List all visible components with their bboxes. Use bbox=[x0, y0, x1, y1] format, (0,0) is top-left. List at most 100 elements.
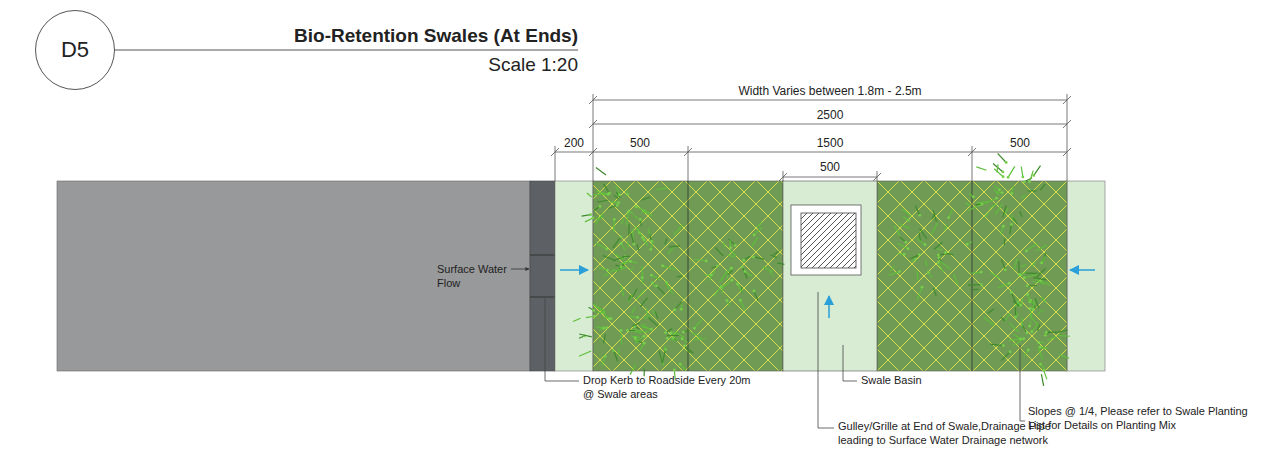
gully-frame bbox=[791, 205, 861, 275]
shrub-stroke bbox=[757, 223, 762, 227]
shrub-stroke bbox=[628, 224, 630, 236]
shrub-stroke bbox=[770, 255, 777, 258]
shrub-stroke bbox=[770, 271, 773, 276]
shrub-stroke bbox=[652, 310, 655, 314]
shrub-leaf bbox=[1042, 369, 1045, 372]
dimension-text: 500 bbox=[1000, 136, 1040, 151]
shrub-leaf bbox=[937, 254, 940, 257]
shrub-stroke bbox=[899, 223, 910, 228]
shrub-leaf bbox=[972, 195, 975, 198]
shrub-stroke bbox=[1003, 205, 1007, 217]
shrub-leaf bbox=[620, 242, 623, 245]
shrub-leaf bbox=[1023, 276, 1026, 279]
shrub-stroke bbox=[641, 197, 650, 200]
swale-basin bbox=[783, 181, 877, 371]
shrub-stroke bbox=[909, 255, 919, 259]
shrub-stroke bbox=[932, 214, 934, 220]
shrub-stroke bbox=[1010, 224, 1012, 234]
dimension-text: 500 bbox=[810, 160, 850, 175]
shrub-stroke bbox=[944, 225, 947, 231]
shrub-stroke bbox=[728, 270, 733, 274]
shrub-leaf bbox=[753, 290, 756, 293]
shrub-leaf bbox=[1039, 363, 1042, 366]
shrub-stroke bbox=[925, 260, 927, 266]
shrub-stroke bbox=[967, 205, 979, 211]
flow-arrow bbox=[560, 269, 588, 271]
shrub-stroke bbox=[1026, 272, 1038, 274]
road-surface bbox=[57, 181, 530, 371]
shrub-stroke bbox=[1027, 285, 1037, 287]
shrub-leaf bbox=[620, 329, 623, 332]
shrub-stroke bbox=[603, 334, 605, 343]
shrub-stroke bbox=[1021, 264, 1027, 267]
shrub-stroke bbox=[596, 217, 603, 219]
shrub-stroke bbox=[968, 284, 981, 286]
shrub-stroke bbox=[1021, 167, 1023, 177]
shrub-leaf bbox=[1001, 171, 1004, 174]
shrub-leaf bbox=[918, 253, 921, 256]
shrub-leaf bbox=[626, 193, 629, 196]
shrub-leaf bbox=[937, 261, 940, 264]
shrub-leaf bbox=[683, 344, 686, 347]
shrub-stroke bbox=[632, 323, 639, 326]
shrub-stroke bbox=[636, 336, 645, 343]
shrub-stroke bbox=[728, 239, 735, 245]
shrub-stroke bbox=[604, 269, 616, 276]
shrub-stroke bbox=[971, 272, 981, 273]
shrub-leaf bbox=[620, 265, 623, 268]
shrub-stroke bbox=[976, 167, 986, 170]
shrub-stroke bbox=[674, 225, 683, 235]
shrub-leaf bbox=[1040, 262, 1043, 265]
shrub-leaf bbox=[670, 331, 673, 334]
shrub-leaf bbox=[1004, 268, 1007, 271]
shrub-stroke bbox=[917, 287, 922, 300]
shrub-leaf bbox=[914, 258, 917, 261]
shrub-leaf bbox=[1027, 349, 1030, 352]
shrub-stroke bbox=[623, 256, 630, 257]
title-rule bbox=[115, 50, 578, 51]
shrub-stroke bbox=[998, 153, 1007, 162]
shrub-leaf bbox=[741, 265, 744, 268]
callout-note: Drop Kerb to Roadside Every 20m @ Swale … bbox=[583, 374, 761, 402]
shrub-stroke bbox=[984, 317, 995, 326]
shrub-leaf bbox=[608, 317, 611, 320]
shrub-stroke bbox=[723, 280, 732, 287]
shrub-leaf bbox=[666, 337, 669, 340]
shrub-stroke bbox=[632, 307, 636, 313]
shrub-leaf bbox=[641, 236, 644, 239]
shrub-stroke bbox=[991, 272, 1000, 279]
shrub-stroke bbox=[1041, 297, 1045, 303]
shrub-leaf bbox=[921, 286, 924, 289]
shrub-stroke bbox=[621, 285, 624, 296]
shrub-stroke bbox=[677, 276, 683, 278]
shrub-stroke bbox=[626, 212, 628, 226]
shrub-stroke bbox=[915, 205, 920, 215]
shrub-leaf bbox=[650, 240, 653, 243]
shrub-stroke bbox=[627, 241, 629, 248]
shrub-stroke bbox=[1004, 238, 1006, 245]
shrub-leaf bbox=[1010, 223, 1013, 226]
shrub-stroke bbox=[691, 333, 701, 338]
shrub-leaf bbox=[650, 274, 653, 277]
shrub-stroke bbox=[1059, 355, 1069, 358]
shrub-leaf bbox=[947, 216, 950, 219]
shrub-leaf bbox=[649, 248, 652, 251]
shrub-stroke bbox=[646, 308, 648, 316]
shrub-leaf bbox=[1019, 338, 1022, 341]
shrub-stroke bbox=[596, 168, 606, 175]
shrub-leaf bbox=[716, 265, 719, 268]
shrub-stroke bbox=[663, 266, 676, 270]
shrub-stroke bbox=[613, 219, 615, 232]
shrub-leaf bbox=[729, 246, 732, 249]
shrub-stroke bbox=[889, 272, 900, 276]
shrub-leaf bbox=[981, 203, 984, 206]
shrub-stroke bbox=[1030, 171, 1034, 182]
shrub-stroke bbox=[1017, 299, 1020, 308]
shrub-stroke bbox=[973, 289, 979, 290]
shrub-stroke bbox=[774, 251, 780, 255]
shrub-stroke bbox=[754, 291, 758, 300]
shrub-leaf bbox=[980, 283, 983, 286]
slope-break-line bbox=[972, 181, 973, 371]
kerb bbox=[530, 181, 555, 371]
shrub-stroke bbox=[667, 335, 679, 336]
